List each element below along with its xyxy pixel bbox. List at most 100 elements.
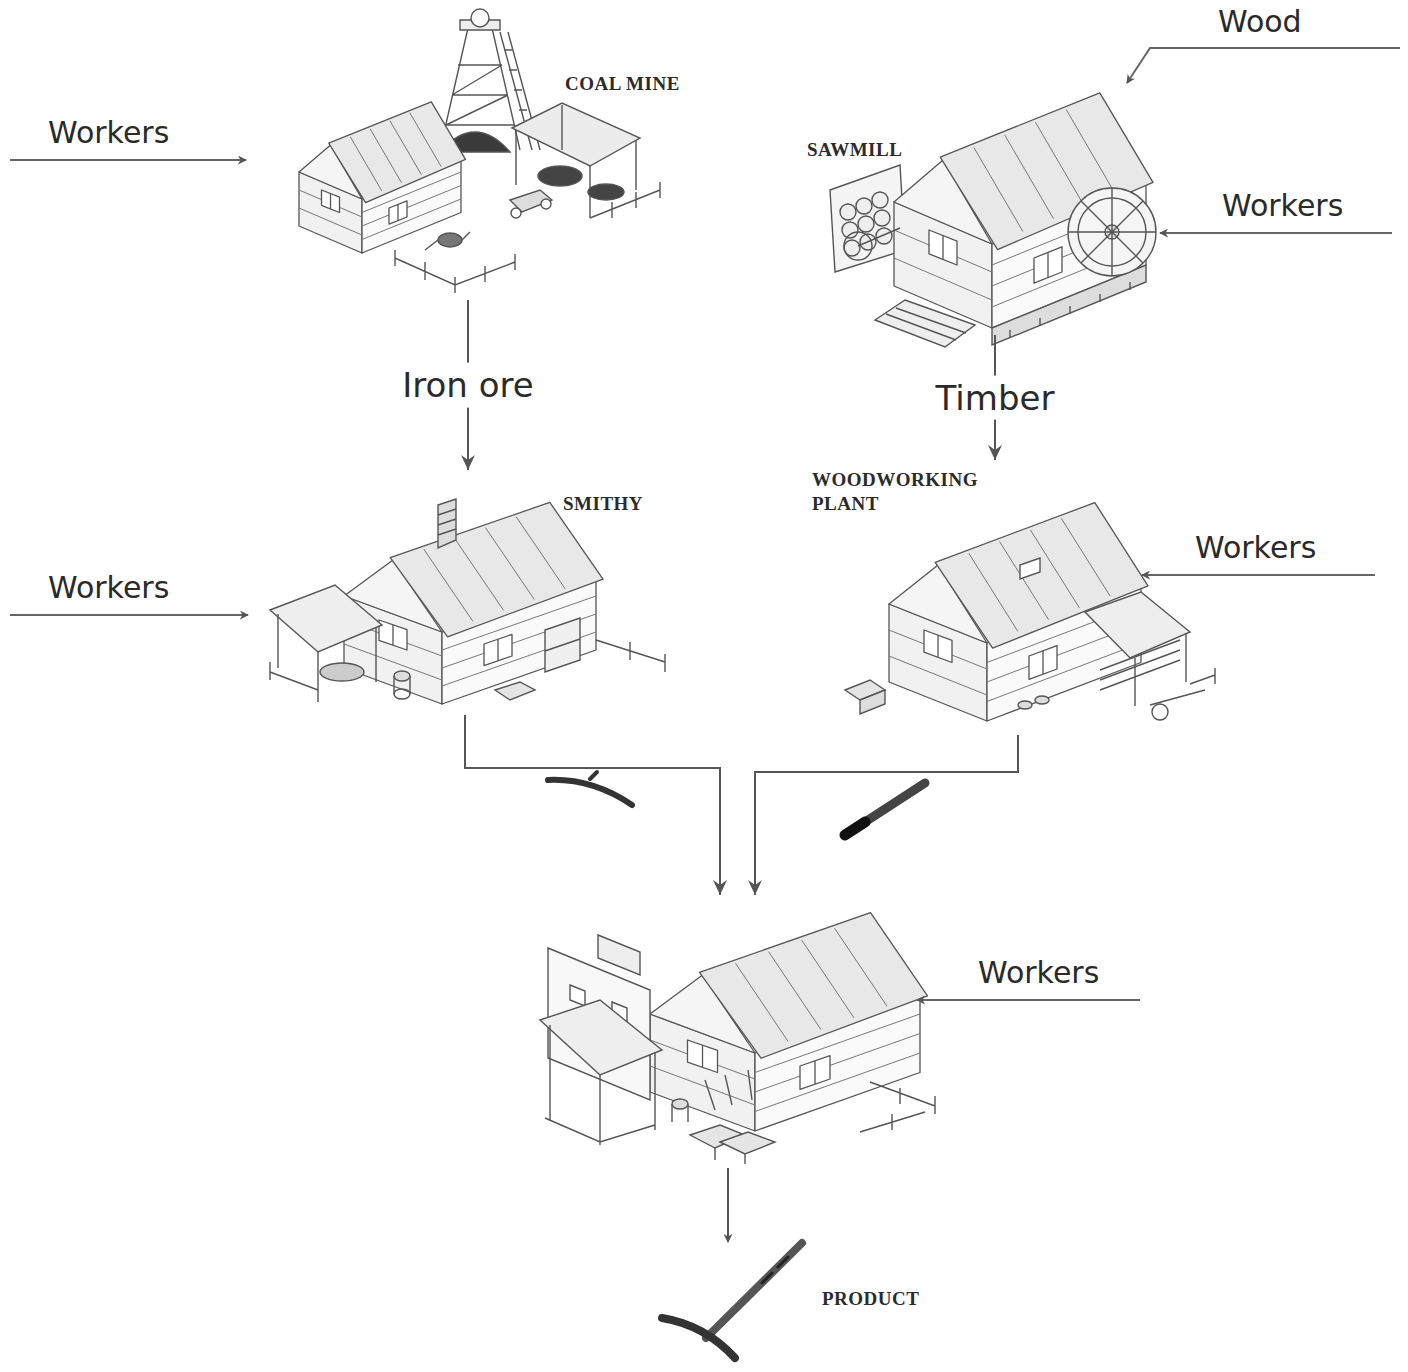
- handle-icon: [845, 783, 925, 835]
- smithy-illustration: [394, 676, 410, 694]
- woodworking-plant-illustration: [1018, 701, 1032, 709]
- sawmill-illustration: [875, 300, 975, 347]
- smithy-illustration: [495, 682, 535, 700]
- input-label-box: Workers: [48, 570, 169, 606]
- flow-connector: [465, 715, 727, 895]
- coal-mine-illustration: [511, 208, 521, 218]
- general-store-illustration: [860, 1082, 935, 1132]
- building-label: SAWMILL: [807, 138, 902, 162]
- sawmill-illustration: [874, 210, 890, 226]
- woodworking-plant-illustration: [1085, 592, 1190, 658]
- product-pickaxe: [662, 1318, 735, 1358]
- general-store-illustration: [720, 1132, 775, 1154]
- general-store-illustration: [540, 913, 935, 1164]
- smithy-illustration: [545, 639, 580, 651]
- handle-icon: [845, 822, 865, 835]
- sawmill-node: SAWMILL: [795, 80, 1160, 335]
- arrow-head: [988, 445, 1002, 460]
- sawmill-illustration: [872, 192, 888, 208]
- smithy-node: SMITHY: [265, 470, 685, 715]
- building-label: COAL MINE: [565, 72, 680, 96]
- input-label: Wood: [1218, 4, 1302, 40]
- input-label: Workers: [978, 955, 1099, 991]
- input-label-box: Workers: [1222, 188, 1343, 224]
- coal-mine-illustration: [299, 9, 660, 293]
- sawmill-illustration: [842, 222, 858, 238]
- sawmill-illustration: [840, 204, 856, 220]
- coal-mine-illustration: [541, 199, 551, 209]
- material-label: Timber: [936, 377, 1055, 418]
- pickaxe-head-icon: [548, 772, 632, 805]
- woodworking-plant-illustration: [860, 690, 885, 714]
- general-store-illustration: [598, 935, 640, 975]
- woodworking-plant-illustration: [1020, 558, 1040, 579]
- edge-label-patch: Iron ore: [394, 363, 541, 408]
- input-label: Workers: [48, 115, 169, 151]
- sawmill-illustration: [830, 93, 1156, 347]
- woodworking-plant-illustration: [1035, 696, 1049, 704]
- flow-connector-line: [755, 735, 1018, 895]
- general-store-illustration: [540, 1000, 662, 1075]
- product-node: PRODUCT: [540, 895, 940, 1360]
- smithy-illustration: [438, 499, 456, 548]
- general-store-illustration: [570, 985, 585, 1006]
- input-label: Workers: [1195, 530, 1316, 566]
- input-label-box: Wood: [1218, 4, 1302, 40]
- sawmill-illustration: [876, 228, 892, 244]
- flow-connector: [748, 735, 1018, 895]
- sawmill-illustration: [1010, 282, 1130, 338]
- sawmill-illustration: [856, 198, 872, 214]
- smithy-illustration: [270, 585, 382, 652]
- general-store-illustration: [545, 1025, 655, 1145]
- material-label: Iron ore: [402, 365, 533, 406]
- smithy-illustration: [545, 618, 580, 672]
- building-label: SMITHY: [563, 492, 643, 516]
- input-arrow: [10, 614, 248, 616]
- smithy-illustration: [344, 502, 603, 704]
- handle-icon: [845, 783, 925, 835]
- input-arrow: [1160, 232, 1392, 234]
- product-pickaxe: [762, 1257, 788, 1283]
- arrow-head: [748, 880, 762, 895]
- sawmill-illustration: [1068, 188, 1156, 276]
- building-label: WOODWORKING PLANT: [812, 468, 997, 516]
- input-arrow: [917, 999, 1140, 1001]
- sawmill-illustration: [886, 308, 966, 340]
- smithy-illustration: [278, 614, 376, 702]
- sawmill-illustration: [1068, 188, 1156, 276]
- product-pickaxe: [662, 1243, 802, 1358]
- coal-mine-illustration: [425, 232, 470, 250]
- input-label: Workers: [48, 570, 169, 606]
- woodworking-plant-illustration: [1190, 668, 1215, 684]
- coal-mine-illustration: [438, 233, 462, 247]
- flow-connector-line: [465, 715, 720, 895]
- general-store-illustration: [650, 913, 928, 1131]
- arrow-head: [713, 880, 727, 895]
- input-arrow: [1142, 574, 1375, 576]
- input-label-box: Workers: [48, 115, 169, 151]
- smithy-illustration: [320, 663, 364, 681]
- coal-mine-node: COAL MINE: [280, 10, 700, 300]
- general-store-illustration: [672, 1104, 688, 1122]
- input-arrow: [1127, 48, 1400, 83]
- woodworking-plant-illustration: [845, 503, 1215, 721]
- smithy-illustration: [394, 689, 410, 699]
- woodworking-node: WOODWORKING PLANT: [805, 460, 1225, 735]
- input-arrow: [10, 48, 1400, 1000]
- coal-mine-illustration: [395, 250, 515, 293]
- coal-mine-illustration: [512, 103, 640, 166]
- smithy-illustration: [394, 671, 410, 681]
- woodworking-plant-illustration: [1135, 634, 1186, 706]
- sawmill-illustration: [840, 192, 892, 256]
- coal-mine-illustration: [299, 102, 466, 253]
- woodworking-plant-illustration: [1150, 690, 1205, 705]
- general-store-illustration: [705, 1070, 752, 1110]
- flow-arrow: [727, 1168, 729, 1242]
- smithy-illustration: [270, 499, 665, 704]
- building-label: PRODUCT: [822, 1287, 919, 1311]
